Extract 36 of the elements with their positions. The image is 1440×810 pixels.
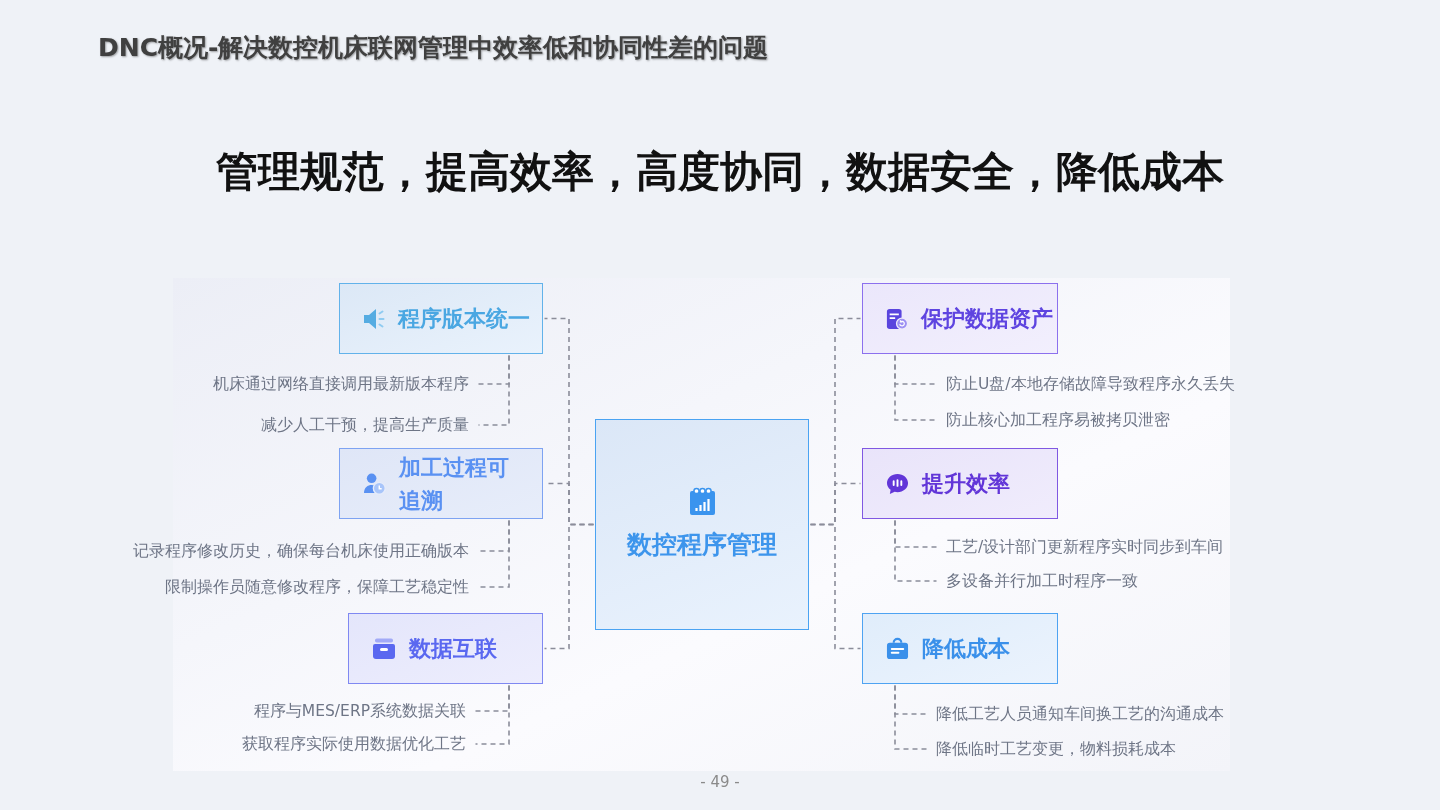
topic-box: [339, 448, 543, 519]
slide-title: DNC概况-解决数控机床联网管理中效率低和协同性差的问题: [98, 32, 769, 64]
topic-title: 加工过程可追溯: [399, 453, 510, 515]
topic-title: 数据互联: [409, 635, 497, 663]
detail-note: 降低临时工艺变更，物料损耗成本: [928, 739, 1184, 759]
detail-note: 程序与MES/ERP系统数据关联: [245, 701, 474, 721]
topic-title: 提升效率: [922, 470, 1010, 498]
detail-note: 获取程序实际使用数据优化工艺: [234, 734, 474, 754]
topic-box: [339, 283, 543, 354]
dashed-connector: [894, 684, 928, 750]
detail-note: 降低工艺人员通知车间换工艺的沟通成本: [928, 704, 1232, 724]
page-number: - 49 -: [700, 772, 740, 792]
detail-note: 工艺/设计部门更新程序实时同步到车间: [938, 537, 1232, 557]
topic-box: [862, 283, 1058, 354]
detail-note: 防止核心加工程序易被拷贝泄密: [938, 410, 1178, 430]
dashed-connector: [477, 354, 510, 426]
dashed-connector: [894, 519, 938, 582]
topic-title: 保护数据资产: [921, 305, 1053, 333]
central-topic-box: [595, 419, 809, 630]
detail-note: 机床通过网络直接调用最新版本程序: [205, 374, 477, 394]
topic-title: 降低成本: [922, 635, 1010, 663]
dashed-connector: [894, 354, 938, 421]
detail-note: 多设备并行加工时程序一致: [938, 571, 1146, 591]
detail-note: 限制操作员随意修改程序，保障工艺稳定性: [157, 577, 477, 597]
headline-text: 管理规范，提高效率，高度协同，数据安全，降低成本: [216, 146, 1224, 198]
central-topic-title: 数控程序管理: [627, 529, 777, 561]
dashed-connector: [543, 523, 595, 650]
detail-note: 减少人工干预，提高生产质量: [253, 415, 477, 435]
topic-title: 程序版本统一: [398, 305, 530, 333]
dashed-connector: [474, 684, 510, 745]
detail-note: 防止U盘/本地存储故障导致程序永久丢失: [938, 374, 1243, 394]
dashed-connector: [809, 523, 862, 650]
topic-box: [348, 613, 543, 684]
topic-box: [862, 448, 1058, 519]
topic-box: [862, 613, 1058, 684]
detail-note: 记录程序修改历史，确保每台机床使用正确版本: [125, 541, 477, 561]
